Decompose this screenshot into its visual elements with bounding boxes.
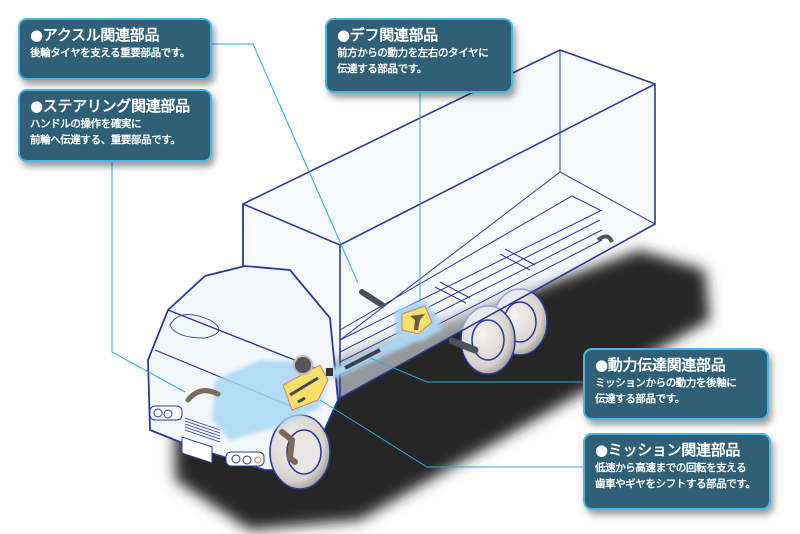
universal-joint [326,368,333,376]
callout-desc: 低速から高速までの回転を支える [595,462,747,474]
leader-lines [111,43,583,468]
callout-desc: 前方からの動力を左右のタイヤに [337,47,489,59]
bullet-icon: ● [30,26,43,44]
leader-steering [111,162,186,393]
transmission-gears [289,376,319,404]
headlight-right [225,451,265,467]
callout-axle-parts[interactable]: ●アクスル関連部品 後輪タイヤを支える重要部品です。 [18,18,212,80]
bullet-icon: ● [595,441,608,459]
callout-desc: ミッションからの動力を後軸に [595,377,737,389]
rear-hub-part [448,337,479,354]
drive-shaft [344,348,381,370]
callout-title: ●デフ関連部品 [337,26,438,44]
callout-desc: 後輪タイヤを支える重要部品です。 [30,47,190,59]
callout-title: ●動力伝達関連部品 [595,356,726,374]
leader-axle [212,43,359,284]
callout-transmission-parts[interactable]: ●ミッション関連部品 低速から高速までの回転を支える 歯車やギヤをシフトする部品… [583,433,771,510]
callout-driveline-parts[interactable]: ●動力伝達関連部品 ミッションからの動力を後軸に 伝達する部品です。 [583,348,769,420]
callout-desc: 伝達する部品です。 [595,393,685,405]
leader-driveline [369,357,583,383]
flywheel-part [293,355,313,375]
bullet-icon: ● [337,26,350,44]
transmission-highlight [282,364,329,411]
front-grille [184,417,221,443]
callout-desc: ハンドルの操作を確実に [30,118,142,130]
bullet-icon: ● [595,356,608,374]
callout-diff-parts[interactable]: ●デフ関連部品 前方からの動力を左右のタイヤに 伝達する部品です。 [325,18,513,93]
callout-desc: 伝達する部品です。 [337,63,427,75]
callout-title: ●ステアリング関連部品 [30,97,190,115]
leader-mission [319,399,583,468]
axle-shaft-part [359,289,385,308]
callout-desc: 前輪へ伝達する、重要部品です。 [30,134,181,146]
callout-desc: 歯車やギヤをシフトする部品です。 [595,478,756,490]
callout-title: ●ミッション関連部品 [595,441,741,459]
bullet-icon: ● [30,97,43,115]
steering-knuckle [279,429,298,465]
callout-title: ●アクスル関連部品 [30,26,160,44]
steering-arm [185,388,221,403]
headlight-left [149,405,183,421]
license-plate [181,436,213,464]
chassis-frame [339,195,603,376]
callout-steering-parts[interactable]: ●ステアリング関連部品 ハンドルの操作を確実に 前輪へ伝達する、重要部品です。 [18,89,212,162]
diff-part [410,314,425,330]
tow-hook [596,234,614,243]
